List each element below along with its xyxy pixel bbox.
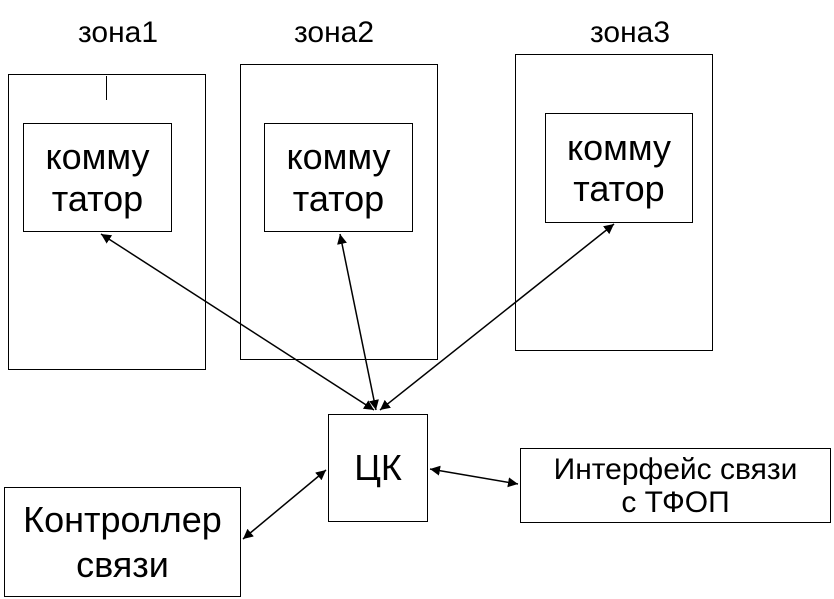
zone-3-switch-line1: комму <box>566 126 672 168</box>
interface-line2: с ТФОП <box>621 485 730 519</box>
zone-1-switch-line1: комму <box>45 136 150 178</box>
zone-3-label: зона3 <box>590 16 671 49</box>
link-zone1-central <box>100 233 375 411</box>
central-node-label: ЦК <box>354 447 402 489</box>
zone-1-switch: комму татор <box>23 123 172 232</box>
controller-node: Контроллер связи <box>4 487 241 597</box>
link-central-controller <box>242 469 327 540</box>
zone-2-switch-line1: комму <box>286 136 391 178</box>
zone-3-switch-line2: татор <box>573 168 665 209</box>
interface-node: Интерфейс связи с ТФОП <box>520 448 831 523</box>
zone-2-switch-line2: татор <box>292 177 385 219</box>
zone-2-switch: комму татор <box>264 123 413 232</box>
zone-3-switch: комму татор <box>545 113 693 223</box>
central-node: ЦК <box>328 414 428 522</box>
interface-line1: Интерфейс связи <box>553 452 798 486</box>
link-zone2-central <box>337 233 379 411</box>
zone-1-tick <box>106 76 107 100</box>
zone-1-switch-line2: татор <box>51 177 144 219</box>
controller-line2: связи <box>76 544 169 585</box>
zone-2-label: зона2 <box>294 16 375 49</box>
zone-1-label: зона1 <box>78 16 159 49</box>
link-zone3-central <box>379 223 615 411</box>
link-central-interface <box>429 465 519 488</box>
controller-line1: Контроллер <box>23 499 222 540</box>
